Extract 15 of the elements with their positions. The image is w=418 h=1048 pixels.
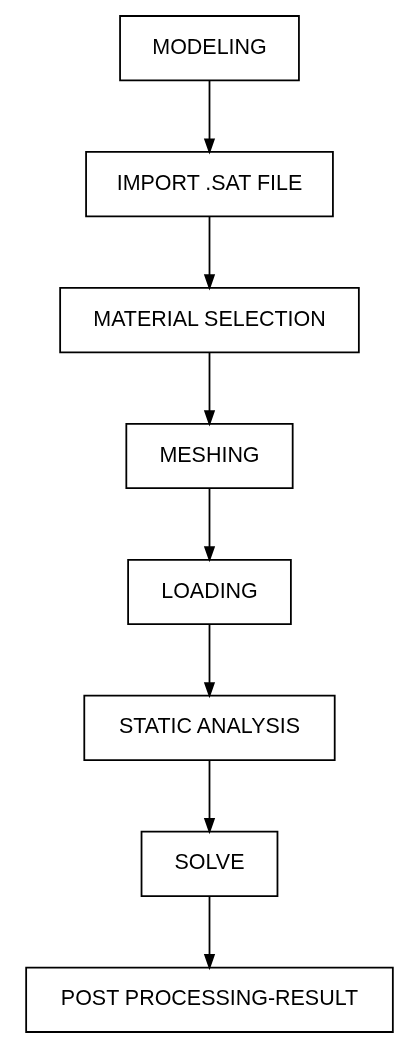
node-box: IMPORT .SAT FILE (84, 151, 334, 218)
arrow (203, 487, 215, 563)
node-box: POST PROCESSING-RESULT (24, 966, 394, 1033)
arrow (203, 895, 215, 971)
arrow (203, 79, 215, 155)
arrow (203, 351, 215, 427)
node-box: MATERIAL SELECTION (58, 287, 360, 354)
node-box: SOLVE (140, 830, 278, 897)
node-box: LOADING (126, 558, 292, 626)
arrow (203, 215, 215, 291)
arrow (203, 759, 215, 835)
node-box: STATIC ANALYSIS (82, 694, 336, 761)
node-box: MODELING (118, 15, 300, 82)
arrow (203, 623, 215, 699)
node-box: MESHING (124, 422, 294, 490)
